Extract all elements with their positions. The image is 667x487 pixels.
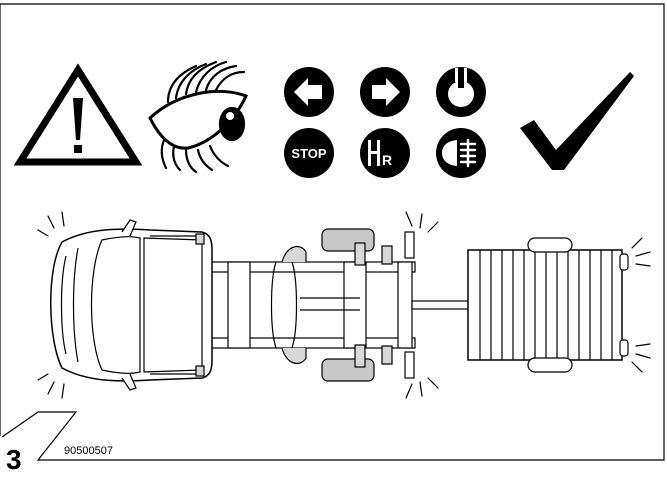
stop-icon: STOP <box>284 128 334 178</box>
checkmark-icon <box>520 72 634 170</box>
figure-number: 3 <box>6 444 22 475</box>
stop-label: STOP <box>291 146 326 161</box>
truck-chassis-drawing <box>50 219 629 391</box>
rear-wheels <box>321 228 393 382</box>
light-switch-icon <box>436 67 486 117</box>
figure-frame <box>0 3 665 461</box>
reference-code: 90500507 <box>64 445 113 457</box>
truck-cab <box>50 219 213 391</box>
eye-observe-icon <box>148 60 249 174</box>
turn-left-indicator-icon <box>284 67 334 117</box>
hazard-flash-rays <box>37 211 651 399</box>
turn-right-indicator-icon <box>360 67 410 117</box>
chassis-rails <box>204 261 416 349</box>
fog-light-icon <box>436 128 486 178</box>
reverse-label: R <box>382 152 392 168</box>
reverse-gear-icon: R <box>360 128 410 178</box>
trailer <box>467 237 629 373</box>
warning-triangle-icon <box>13 63 143 166</box>
